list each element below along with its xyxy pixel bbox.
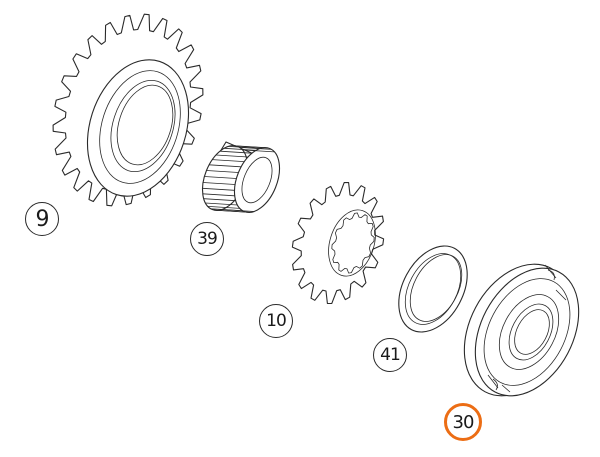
needle-roller [206, 170, 239, 173]
needle-roller [205, 202, 238, 206]
needle-roller [215, 154, 249, 158]
needle-roller [204, 176, 237, 179]
needle-roller [236, 145, 269, 149]
callout-41: 41 [373, 338, 407, 372]
needle-roller [224, 147, 257, 151]
gear-part-9 [52, 13, 204, 207]
needle-bearing-part-39 [201, 141, 281, 213]
needle-roller [207, 206, 240, 209]
needle-roller [212, 159, 245, 162]
callout-39: 39 [190, 222, 224, 256]
ball-bearing-part-30 [463, 263, 580, 397]
callout-9-label: 9 [35, 206, 50, 232]
callout-10: 10 [259, 304, 293, 338]
needle-roller [203, 198, 236, 202]
washer-part-41 [398, 245, 468, 333]
needle-roller [202, 187, 235, 191]
needle-roller [214, 209, 247, 213]
needle-roller [203, 182, 236, 185]
needle-roller [242, 149, 275, 153]
needle-roller [210, 208, 243, 212]
needle-roller [202, 193, 235, 197]
callout-41-label: 41 [380, 345, 401, 365]
callout-30-label: 30 [452, 411, 475, 433]
gear-part-10 [291, 181, 385, 305]
needle-roller [219, 150, 253, 154]
needle-roller [239, 147, 272, 150]
needle-roller [209, 164, 242, 168]
callout-30: 30 [444, 403, 482, 441]
callout-39-label: 39 [197, 229, 218, 249]
callout-9: 9 [25, 202, 59, 236]
callout-10-label: 10 [266, 311, 287, 331]
